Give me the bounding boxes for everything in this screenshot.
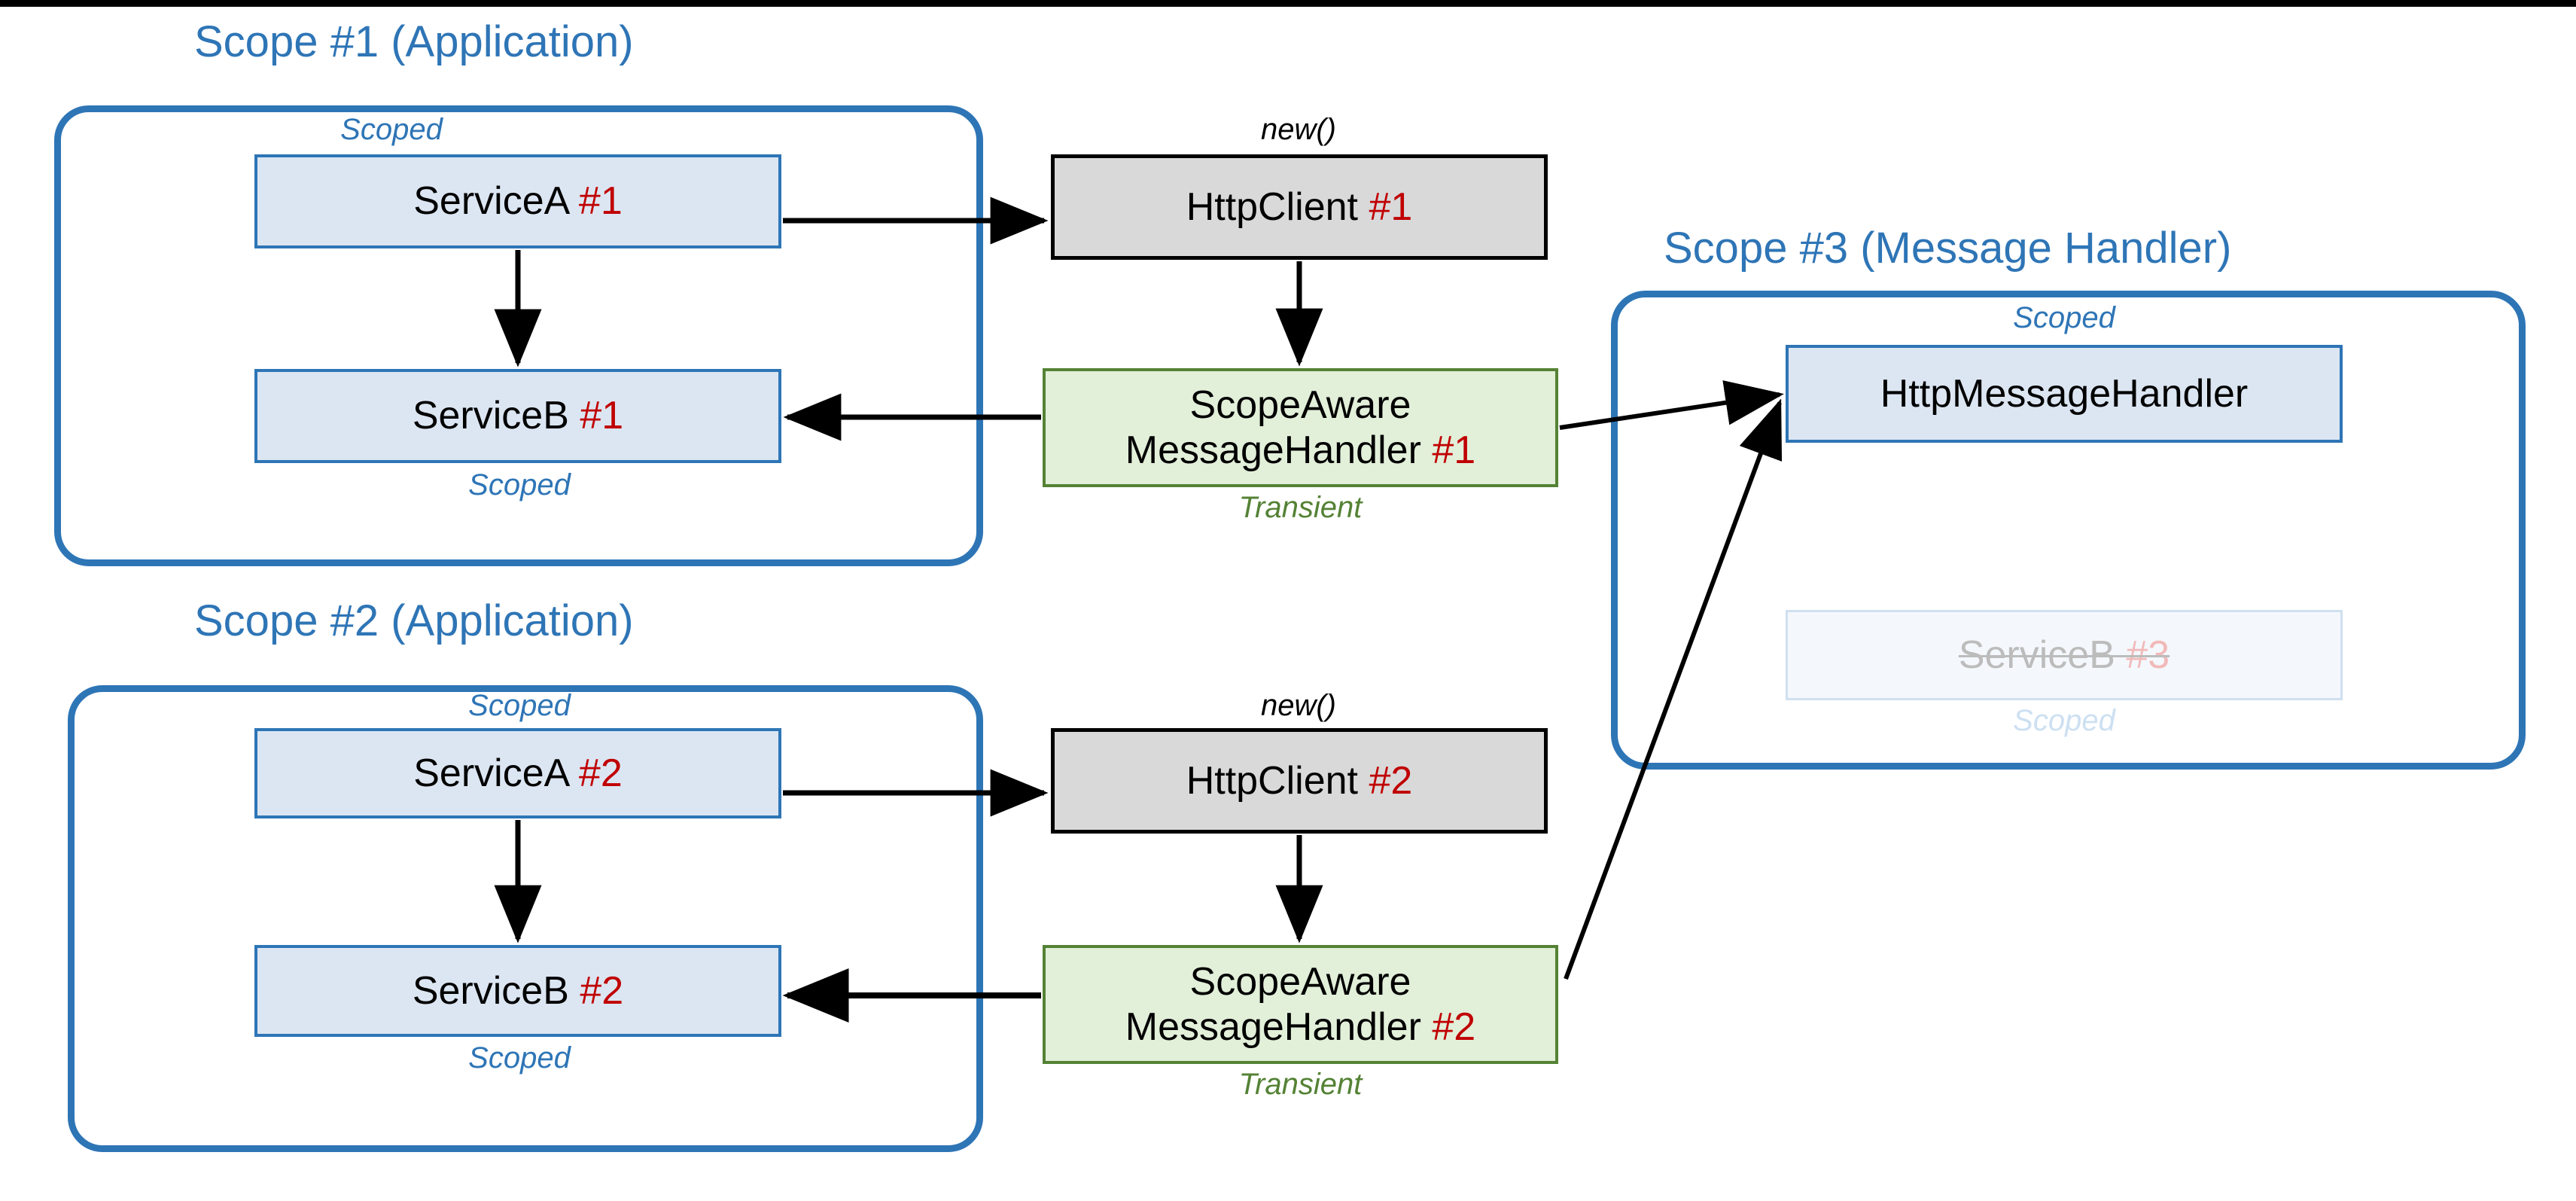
node-httpclient-2-number: #2: [1369, 758, 1413, 803]
scope1-title: Scope #1 (Application): [194, 17, 634, 66]
serviceb3-lifetime-label: Scoped: [2013, 704, 2115, 737]
scope1-container: [54, 105, 983, 566]
top-black-bar: [0, 0, 2576, 7]
node-scopeaware-messagehandler-2-line2-wrap: MessageHandler #2: [1125, 1004, 1475, 1050]
node-httpclient-1: HttpClient #1: [1051, 154, 1548, 260]
node-serviceb-1-number: #1: [580, 394, 624, 438]
node-serviceb-3-name: ServiceB: [1958, 633, 2115, 677]
node-scopeaware-messagehandler-1-line2-wrap: MessageHandler #1: [1125, 428, 1475, 473]
node-serviceb-3-number: #3: [2126, 633, 2170, 677]
node-serviceb-2: ServiceB #2: [254, 945, 781, 1037]
node-serviceb-1: ServiceB #1: [254, 369, 781, 463]
handler1-lifetime-label: Transient: [1238, 491, 1363, 524]
handler2-lifetime-label: Transient: [1238, 1068, 1363, 1101]
node-scopeaware-messagehandler-1-number: #1: [1432, 428, 1476, 472]
serviceb1-lifetime-label: Scoped: [468, 468, 571, 501]
node-servicea-2-name: ServiceA: [413, 751, 568, 795]
node-servicea-1-name: ServiceA: [413, 179, 568, 224]
serviceA2-lifetime-label: Scoped: [468, 689, 571, 722]
node-scopeaware-messagehandler-1-line1: ScopeAware: [1189, 383, 1411, 427]
node-httpmessagehandler: HttpMessageHandler: [1786, 345, 2343, 443]
node-httpclient-2-name: HttpClient: [1186, 758, 1358, 803]
serviceA1-lifetime-label: Scoped: [340, 113, 443, 146]
node-httpclient-1-text: HttpClient #1: [1186, 184, 1413, 230]
node-servicea-1: ServiceA #1: [254, 154, 781, 248]
node-scopeaware-messagehandler-2-number: #2: [1432, 1005, 1476, 1049]
node-httpclient-1-name: HttpClient: [1186, 184, 1358, 229]
node-servicea-2-text: ServiceA #2: [413, 751, 623, 796]
node-scopeaware-messagehandler-1-line2: MessageHandler: [1125, 428, 1421, 472]
node-serviceb-1-name: ServiceB: [412, 394, 569, 438]
httpclient2-new-label: new(): [1260, 689, 1337, 722]
httpclient1-new-label: new(): [1260, 113, 1337, 146]
node-servicea-1-number: #1: [578, 179, 623, 224]
node-serviceb-2-text: ServiceB #2: [413, 968, 623, 1014]
serviceb2-lifetime-label: Scoped: [468, 1041, 571, 1074]
node-serviceb-2-name: ServiceB: [412, 968, 569, 1013]
node-httpclient-1-number: #1: [1369, 184, 1413, 229]
node-httpclient-2-text: HttpClient #2: [1186, 758, 1413, 803]
scope3-title: Scope #3 (Message Handler): [1664, 224, 2232, 273]
node-servicea-1-text: ServiceA #1: [413, 178, 623, 224]
httpmessagehandler-lifetime-label: Scoped: [2013, 301, 2115, 334]
node-serviceb-3-text: ServiceB #3: [1959, 633, 2170, 678]
node-serviceb-2-number: #2: [580, 968, 624, 1013]
node-servicea-2: ServiceA #2: [254, 728, 781, 818]
scope2-title: Scope #2 (Application): [194, 596, 634, 645]
node-httpmessagehandler-name: HttpMessageHandler: [1880, 371, 2249, 416]
node-serviceb-3: ServiceB #3: [1786, 610, 2343, 700]
node-scopeaware-messagehandler-2-line1: ScopeAware: [1189, 959, 1411, 1004]
node-servicea-2-number: #2: [578, 751, 623, 795]
scope2-container: [68, 685, 983, 1152]
node-scopeaware-messagehandler-2-line2: MessageHandler: [1125, 1005, 1421, 1049]
node-serviceb-1-text: ServiceB #1: [413, 393, 623, 438]
node-scopeaware-messagehandler-1: ScopeAware MessageHandler #1: [1043, 368, 1558, 487]
node-httpclient-2: HttpClient #2: [1051, 728, 1548, 834]
node-scopeaware-messagehandler-2: ScopeAware MessageHandler #2: [1043, 945, 1558, 1064]
